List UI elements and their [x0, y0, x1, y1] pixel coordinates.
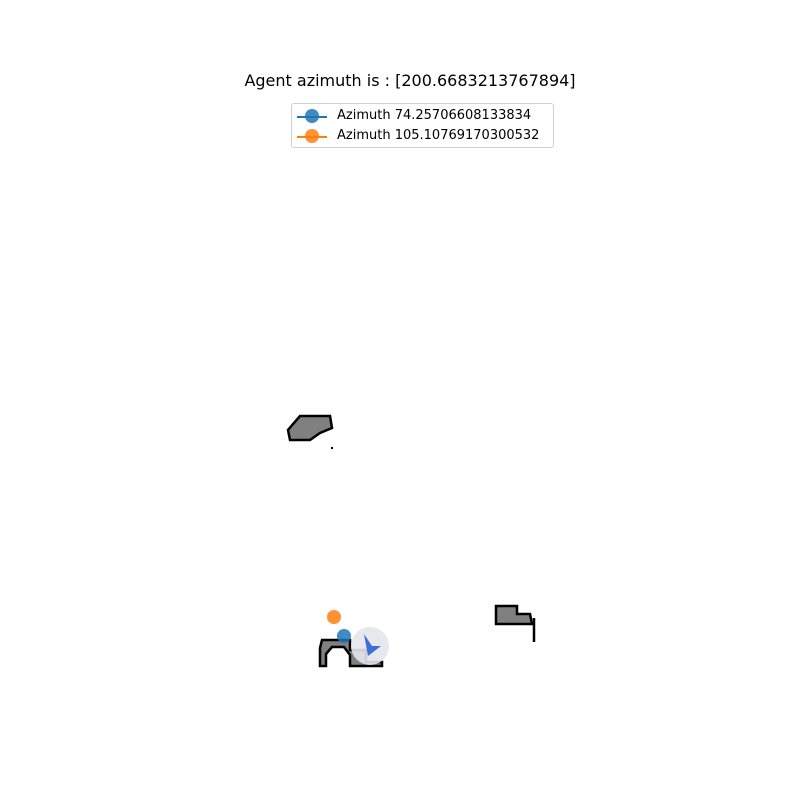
point-series-1: [337, 629, 351, 643]
chart-title: Agent azimuth is : [200.6683213767894]: [244, 71, 576, 90]
obstacle-dot: [331, 447, 333, 449]
obstacle-right: [494, 604, 534, 626]
legend-entry-series-1: Azimuth 74.25706608133834: [292, 106, 553, 126]
point-series-2: [327, 610, 341, 624]
legend-marker-series-2: [305, 129, 319, 143]
arrow-cursor-icon: [364, 634, 381, 656]
legend-entry-series-2: Azimuth 105.10769170300532: [292, 126, 553, 146]
legend-label-series-2: Azimuth 105.10769170300532: [337, 128, 540, 143]
agent-marker: [351, 627, 389, 665]
obstacle-lower: [318, 638, 384, 668]
obstacle-upper: [286, 414, 334, 442]
legend-marker-series-1: [305, 109, 319, 123]
legend-label-series-1: Azimuth 74.25706608133834: [337, 108, 532, 123]
legend: Azimuth 74.25706608133834 Azimuth 105.10…: [291, 103, 554, 148]
